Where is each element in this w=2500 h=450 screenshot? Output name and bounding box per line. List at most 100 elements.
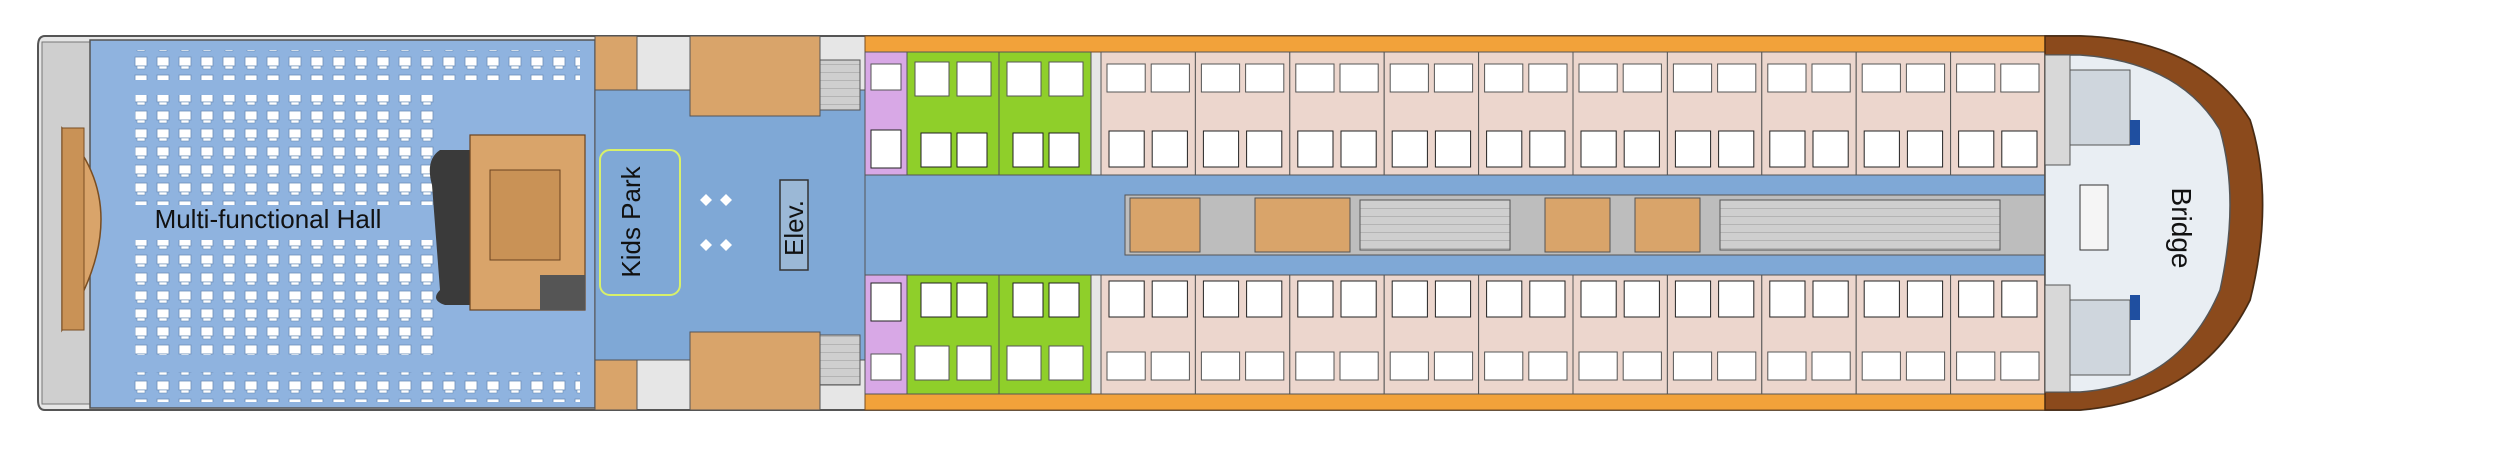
kids-park-zone [599,149,681,296]
cabins-port [864,274,2046,395]
cabin-bed [1048,345,1084,381]
cabin-bed [1956,351,1996,381]
cabin-bed [1106,63,1146,93]
cabin-bathroom [1623,130,1660,168]
bridge-side-service-bottom [2044,284,2071,393]
cabin-bed [1245,63,1285,93]
cabin-bathroom [1718,280,1755,318]
core-stairs-1 [1359,199,1511,251]
cabin-bathroom [1674,280,1712,318]
cabin-bathroom [956,282,988,318]
cabin-bathroom [1108,130,1145,168]
bridge-side-service-top [2044,54,2071,166]
cabin-bed [1389,351,1429,381]
cabin-bathroom [1151,130,1188,168]
cabin-bathroom [1391,280,1428,318]
hall-stage-apron [61,127,85,331]
cabin-bed [1433,351,1474,381]
cabin-bed [1528,63,1568,93]
cabin-bed [1150,351,1190,381]
cabin-bathroom [1580,280,1617,318]
cabins-starboard [864,51,2046,176]
bridge-equipment-bottom [2130,295,2140,320]
cabin-bed [1811,63,1851,93]
cabin-bed [1006,345,1042,381]
cabin-bed [1672,351,1713,381]
elevator-label: Elev. [779,200,809,256]
cabin-bed [1245,351,1285,381]
hall-seating-bottom [130,372,580,402]
cabin-bathroom [1202,130,1240,168]
cabin-bed [914,61,950,97]
cabin-bathroom [1958,130,1995,168]
cabin-bathroom [1340,130,1377,168]
stair-room-top [689,35,821,117]
cabin-bed [1811,351,1851,381]
hall-seating-field-bottom [135,240,435,355]
cabin-bathroom [1863,130,1900,168]
stairs-top [819,59,861,111]
cabin-bathroom [870,129,902,169]
cabin-bed [1484,63,1524,93]
cabin-bathroom [1108,280,1145,318]
hall-seating-field-top [135,95,435,205]
cabin-bed [956,345,992,381]
cabin-bathroom [2001,280,2038,318]
cabin-bathroom [920,132,952,168]
cabin-bathroom [1486,280,1523,318]
cabin-bathroom [1863,280,1900,318]
cabin-bed [1717,351,1757,381]
cabin-bed [956,61,992,97]
cabin-bathroom [1812,280,1849,318]
cabin-bed [870,353,902,381]
cabin-bathroom [1246,130,1283,168]
bar-storage [540,275,585,310]
cabin-bed [870,63,902,91]
cabin-bed [1767,63,1807,93]
bridge-label: Bridge [2166,188,2197,269]
balcony-band-bottom [864,393,2046,411]
bar-counter [429,150,470,305]
cabin-bathroom [1391,130,1428,168]
cabin-bed [1006,61,1042,97]
cabin-bed [1150,63,1190,93]
core-room-3 [1544,197,1611,253]
cabin-bathroom [1048,132,1080,168]
cabin-bed [1622,63,1662,93]
cabin-bed [2000,351,2040,381]
cabin-bed [1339,351,1379,381]
cabin-bathroom [1906,280,1944,318]
cabin-bed [1295,63,1335,93]
balcony-band-top [864,35,2046,53]
cabin-bed [1905,351,1946,381]
cabin-bathroom [1434,130,1472,168]
core-stairs-2 [1719,199,2001,251]
cabin-bed [1578,351,1618,381]
stair-room-bottom [689,331,821,411]
cabin-bathroom [1769,130,1806,168]
cabin-bathroom [1580,130,1617,168]
cabin-bathroom [2001,130,2038,168]
aft-service-bottom [594,359,638,411]
cabin-bathroom [1623,280,1660,318]
bridge-table [2079,184,2109,251]
cabin-bathroom [1958,280,1995,318]
cabin-bathroom [870,282,902,322]
hall-seating-top [130,50,580,80]
bridge-equipment-top [2130,120,2140,145]
cabin-bed [1905,63,1946,93]
cabin-bed [1339,63,1379,93]
kids-park-label: Kids Park [616,165,646,277]
core-room-4 [1634,197,1701,253]
cabin-bed [1295,351,1335,381]
cabin-bathroom [1340,280,1377,318]
cabin-bed [1484,351,1524,381]
cabin-bed [1048,61,1084,97]
cabin-bed [1200,351,1241,381]
elevator-shaft [779,179,809,271]
cabin-bed [1200,63,1241,93]
cabin-bed [1106,351,1146,381]
cabin-bed [1861,63,1901,93]
cabin-bathroom [1202,280,1240,318]
